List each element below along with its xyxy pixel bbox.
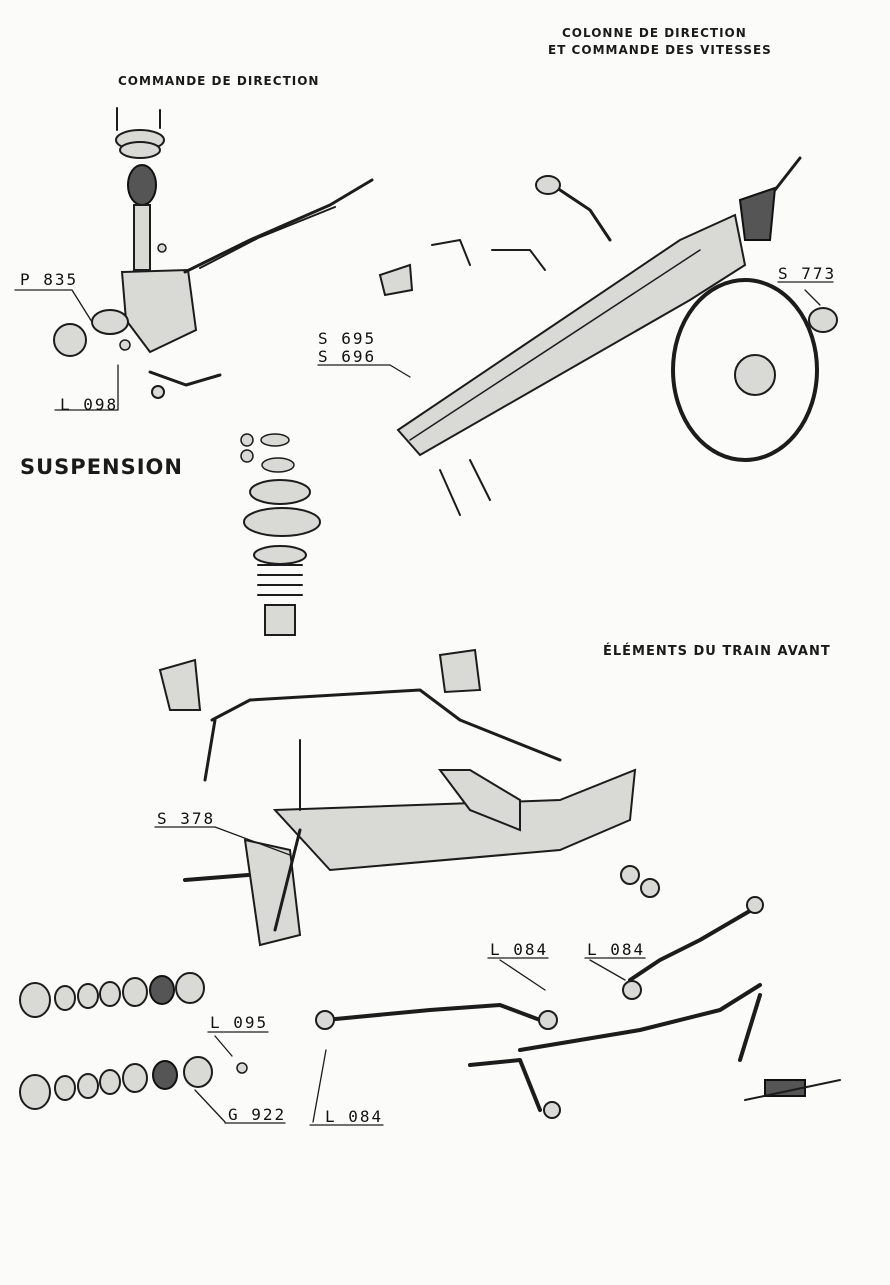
callout-l084-b: L 084 (587, 940, 646, 959)
steering-box-illustration (53, 107, 374, 399)
steering-column-illustration (378, 156, 838, 516)
callout-g922: G 922 (228, 1105, 287, 1124)
heading-colonne-line1: COLONNE DE DIRECTION (562, 26, 747, 40)
heading-colonne-line2: ET COMMANDE DES VITESSES (548, 43, 772, 57)
callout-l095: L 095 (210, 1013, 269, 1032)
callout-leaders (14, 281, 834, 1126)
callout-l084-c: L 084 (325, 1107, 384, 1126)
front-axle-illustration (158, 648, 660, 947)
callout-l098: L 098 (60, 395, 119, 414)
heading-elements-train-avant: ÉLÉMENTS DU TRAIN AVANT (603, 644, 831, 659)
heading-suspension: SUSPENSION (20, 455, 183, 479)
hub-bearings-illustration (19, 972, 248, 1110)
callout-s378: S 378 (157, 809, 216, 828)
callout-s773: S 773 (778, 264, 837, 283)
steering-linkage-illustration (315, 896, 841, 1119)
callout-s696: S 696 (318, 347, 377, 366)
callout-l084-a: L 084 (490, 940, 549, 959)
callout-p835: P 835 (20, 270, 79, 289)
heading-commande-direction: COMMANDE DE DIRECTION (118, 74, 320, 88)
suspension-strut-illustration (240, 433, 321, 636)
callout-s695: S 695 (318, 329, 377, 348)
